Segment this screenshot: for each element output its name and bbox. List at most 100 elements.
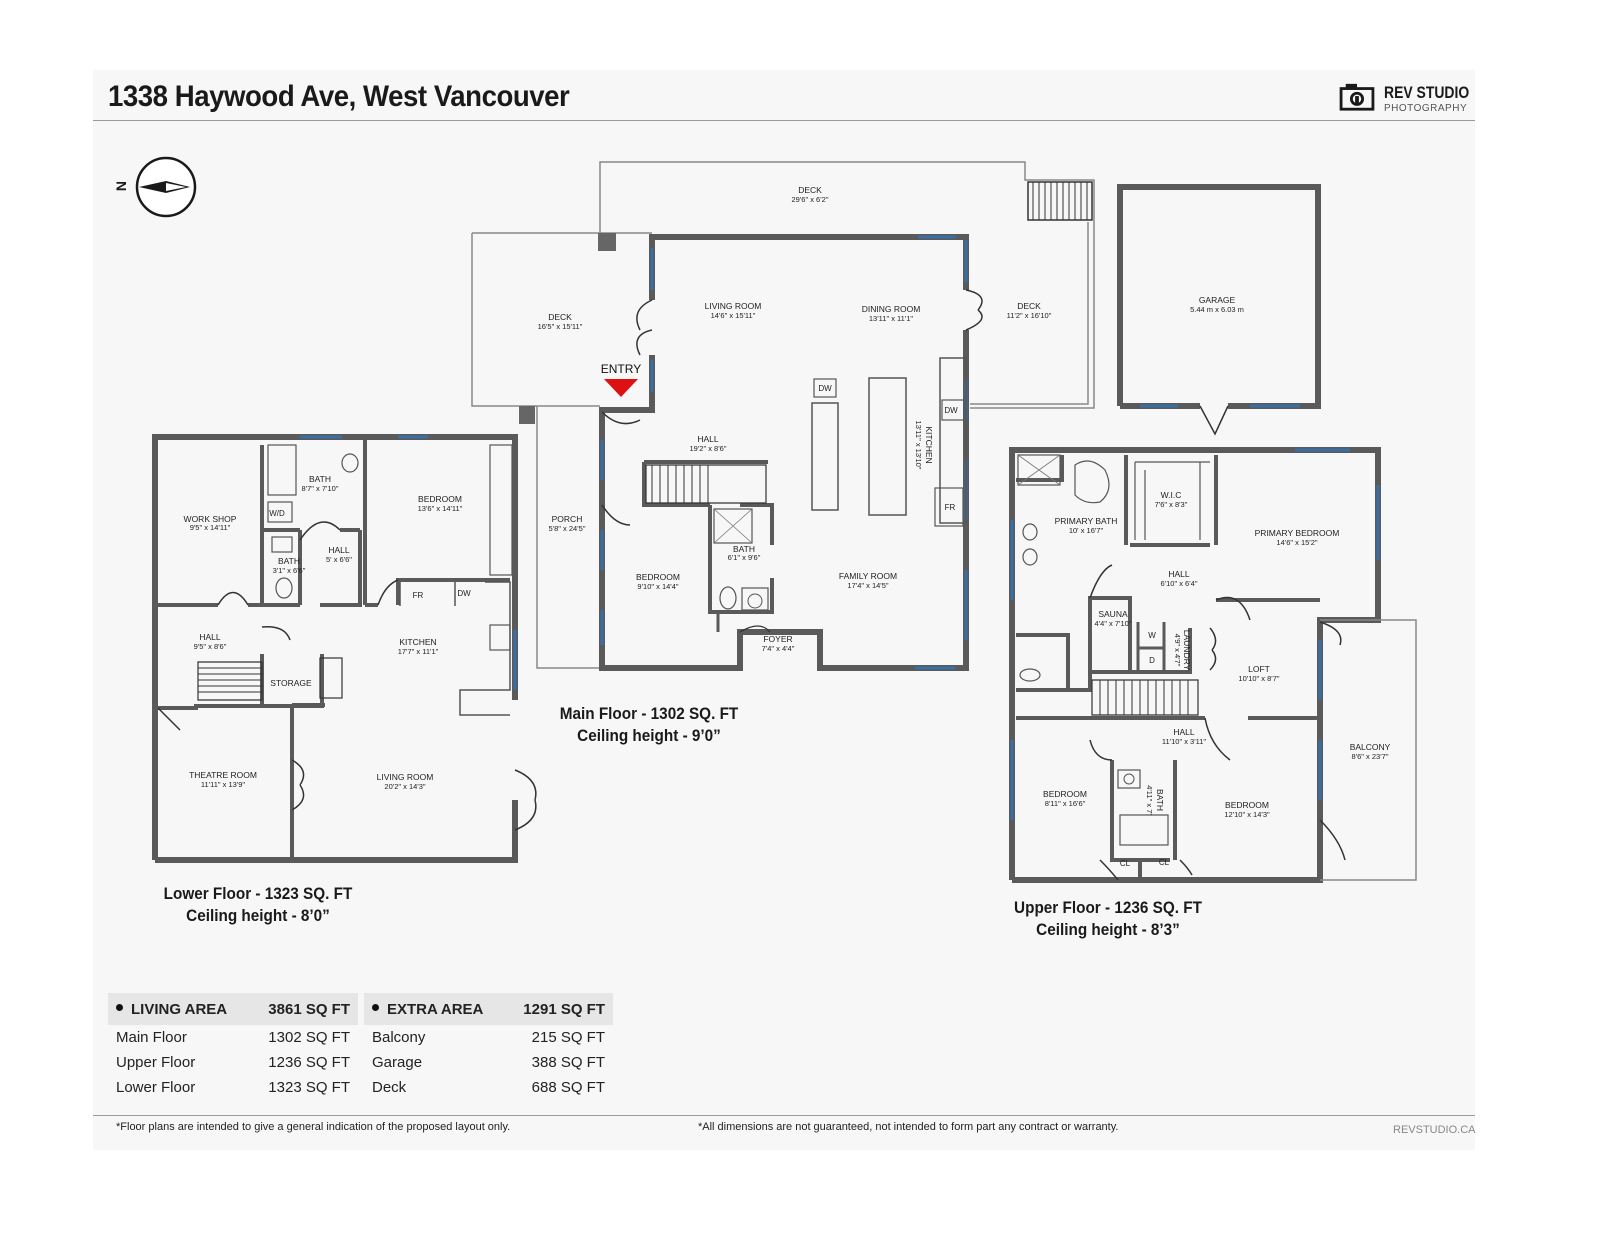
room-label: PRIMARY BATH: [1055, 516, 1118, 526]
room-dimension: 17'4" x 14'5": [847, 581, 888, 590]
bullet-icon: [116, 1004, 123, 1012]
room-dimension: 5' x 6'6": [326, 555, 352, 564]
room-dimension: 13'6" x 14'11": [418, 504, 463, 513]
fixture-label: CL: [1159, 858, 1170, 867]
room-dimension: 14'6" x 15'11": [711, 311, 756, 320]
room-label: HALL: [1168, 569, 1190, 579]
room-dimension: 6'10" x 6'4": [1161, 579, 1198, 588]
room-label: SAUNA: [1098, 609, 1128, 619]
compass-icon: [135, 156, 197, 218]
footer-note-right: *All dimensions are not guaranteed, not …: [698, 1121, 1119, 1133]
room-label: GARAGE: [1199, 295, 1236, 305]
room-label: DECK: [1017, 301, 1041, 311]
fixture-label: D: [1149, 656, 1155, 665]
bullet-icon: [372, 1004, 379, 1012]
lower-floor-labels: WORK SHOP 9'5" x 14'11" BATH 8'7" x 7'10…: [184, 474, 472, 791]
main-floor-ceiling: Ceiling height - 9’0”: [577, 726, 721, 745]
room-label: HALL: [697, 434, 719, 444]
room-label: BATH: [1155, 789, 1165, 811]
property-address: 1338 Haywood Ave, West Vancouver: [108, 80, 570, 113]
room-dimension: 5.44 m x 6.03 m: [1190, 305, 1244, 314]
upper-floor-caption: Upper Floor - 1236 SQ. FT Ceiling height…: [1004, 897, 1213, 941]
fixture-label: W/D: [269, 509, 285, 518]
fixture-label: DW: [818, 384, 832, 393]
footer-divider: [93, 1115, 1475, 1116]
camera-icon: [1339, 83, 1375, 111]
room-dimension: 19'2" x 8'6": [690, 444, 727, 453]
room-label: BEDROOM: [636, 572, 680, 582]
fixture-label: FR: [945, 503, 956, 512]
fixture-label: CL: [1120, 859, 1131, 868]
living-area-heading: LIVING AREA: [108, 993, 250, 1025]
room-dimension: 10' x 16'7": [1069, 526, 1104, 535]
room-dimension: 7'6" x 8'3": [1155, 500, 1188, 509]
room-dimension: 6'1" x 9'6": [728, 553, 761, 562]
footer-note-left: *Floor plans are intended to give a gene…: [116, 1121, 511, 1133]
room-label: PRIMARY BEDROOM: [1255, 528, 1340, 538]
footer-website: REVSTUDIO.CA: [1393, 1124, 1476, 1136]
brand-name: REV STUDIO: [1384, 83, 1470, 102]
room-label: FAMILY ROOM: [839, 571, 897, 581]
room-label: BALCONY: [1350, 742, 1391, 752]
room-dimension: 20'2" x 14'3": [384, 782, 425, 791]
brand-subtitle: PHOTOGRAPHY: [1384, 103, 1468, 114]
main-floor-area: Main Floor - 1302 SQ. FT: [559, 704, 739, 723]
room-dimension: 17'7" x 11'1": [398, 647, 439, 656]
room-dimension: 10'10" x 8'7": [1238, 674, 1279, 683]
upper-floor-labels: W.I.C 7'6" x 8'3" PRIMARY BATH 10' x 16'…: [1043, 490, 1391, 868]
room-dimension: 5'8" x 24'5": [549, 524, 586, 533]
lower-floor-area: Lower Floor - 1323 SQ. FT: [163, 884, 353, 903]
room-dimension: 13'11" x 13'10": [914, 421, 923, 470]
lower-floor-caption: Lower Floor - 1323 SQ. FT Ceiling height…: [155, 883, 362, 927]
room-dimension: 9'10" x 14'4": [637, 582, 678, 591]
room-dimension: 4'9" x 4'7": [1173, 634, 1182, 667]
room-label: DECK: [548, 312, 572, 322]
room-dimension: 29'6" x 6'2": [792, 195, 829, 204]
room-dimension: 11'10" x 3'11": [1162, 737, 1207, 746]
room-label: KITCHEN: [924, 426, 934, 463]
entry-label: ENTRY: [601, 362, 641, 376]
room-label: FOYER: [763, 634, 792, 644]
room-label: PORCH: [552, 514, 583, 524]
brand-logo: REV STUDIO PHOTOGRAPHY: [1338, 80, 1470, 118]
room-label: BEDROOM: [1225, 800, 1269, 810]
room-dimension: 4'4" x 7'10": [1095, 619, 1132, 628]
room-label: KITCHEN: [399, 637, 436, 647]
room-dimension: 9'5" x 8'6": [194, 642, 227, 651]
extra-area-heading: EXTRA AREA: [364, 993, 505, 1025]
room-dimension: 16'5" x 15'11": [538, 322, 583, 331]
room-label: STORAGE: [270, 678, 312, 688]
entry-arrow-icon: [604, 379, 638, 397]
main-floor-caption: Main Floor - 1302 SQ. FT Ceiling height …: [549, 703, 749, 747]
room-label: HALL: [1173, 727, 1195, 737]
header-divider: [93, 120, 1475, 121]
room-label: W.I.C: [1161, 490, 1182, 500]
sheet-background: [93, 70, 1475, 1150]
room-label: LOFT: [1248, 664, 1270, 674]
fixture-label: FR: [413, 591, 424, 600]
main-floor-labels: DECK 29'6" x 6'2" DECK 16'5" x 15'11" LI…: [538, 185, 1244, 653]
room-label: BATH: [733, 544, 755, 554]
room-label: BATH: [278, 556, 300, 566]
room-label: BEDROOM: [418, 494, 462, 504]
room-label: WORK SHOP: [184, 514, 237, 524]
room-label: LIVING ROOM: [377, 772, 434, 782]
fixture-label: DW: [457, 589, 471, 598]
room-label: DINING ROOM: [862, 304, 921, 314]
fixture-label: DW: [944, 406, 958, 415]
room-label: HALL: [199, 632, 221, 642]
room-dimension: 9'5" x 14'11": [190, 523, 231, 532]
room-dimension: 4'11" x 7': [1145, 785, 1154, 815]
room-dimension: 3'1" x 6'6": [273, 566, 306, 575]
room-dimension: 11'11" x 13'9": [201, 780, 246, 789]
